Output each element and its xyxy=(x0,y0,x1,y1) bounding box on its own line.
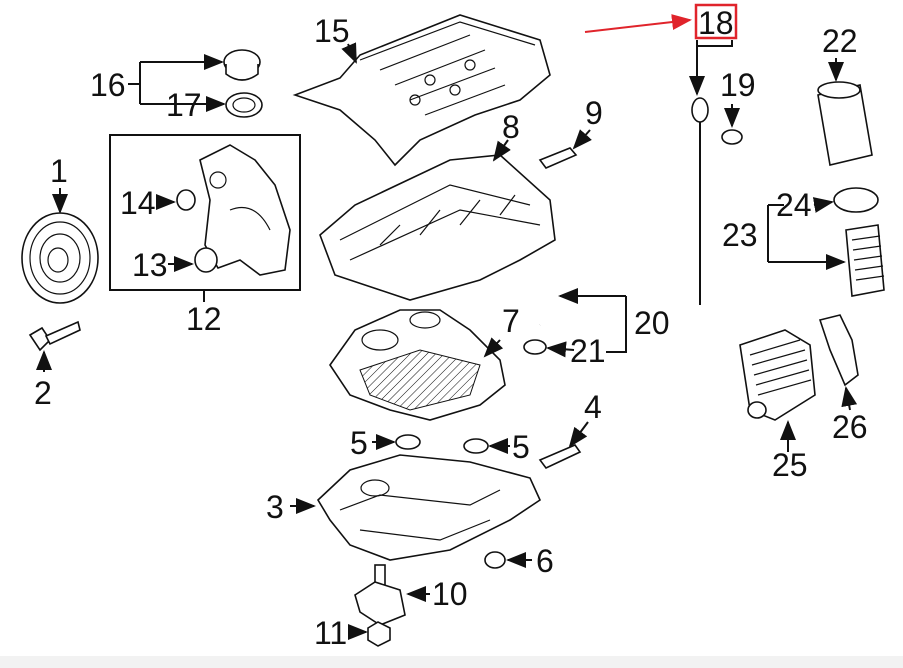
sensor-part-4 xyxy=(538,444,582,470)
dipstick-part xyxy=(691,97,709,305)
callout-17: 17 xyxy=(166,87,202,123)
callout-16: 16 xyxy=(90,67,126,103)
callout-22: 22 xyxy=(822,23,858,59)
filter-housing-part xyxy=(817,81,873,166)
callout-5a: 5 xyxy=(350,425,368,461)
seal-part-24 xyxy=(833,187,879,213)
callout-7: 7 xyxy=(502,303,520,339)
filter-element-part xyxy=(845,224,885,297)
level-sensor-part xyxy=(354,564,406,626)
highlight-arrow xyxy=(584,14,692,33)
callout-21: 21 xyxy=(570,333,606,369)
head-cover-part xyxy=(292,14,551,167)
callout-14: 14 xyxy=(120,185,156,221)
callout-labels: 1 2 3 4 5 5 6 7 8 9 10 11 12 13 14 15 16… xyxy=(34,5,868,651)
oil-pan-part xyxy=(316,454,542,561)
callout-25: 25 xyxy=(772,447,808,483)
callout-19: 19 xyxy=(720,67,756,103)
seal-part-21 xyxy=(523,339,547,355)
seal-part-19 xyxy=(721,129,743,145)
callout-20: 20 xyxy=(634,305,670,341)
oil-cooler-part xyxy=(739,329,816,421)
callout-23: 23 xyxy=(722,217,758,253)
callout-9: 9 xyxy=(585,95,603,131)
bolt-part xyxy=(28,320,81,352)
highlight-box xyxy=(694,3,738,40)
drain-plug-part xyxy=(484,551,506,569)
leader-lines xyxy=(36,40,858,640)
callout-11: 11 xyxy=(314,615,347,651)
ladder-frame-part xyxy=(319,154,556,301)
seal-part-5b xyxy=(463,438,489,454)
callout-2: 2 xyxy=(34,375,52,411)
baffle-part xyxy=(329,309,506,421)
sensor-part-9 xyxy=(538,147,578,169)
callout-1: 1 xyxy=(50,153,68,189)
bottom-strip xyxy=(0,656,903,668)
callout-26: 26 xyxy=(832,409,868,445)
pulley-part xyxy=(21,212,99,304)
callout-3: 3 xyxy=(266,489,284,525)
callout-6: 6 xyxy=(536,543,554,579)
nut-part xyxy=(367,621,391,647)
callout-8: 8 xyxy=(502,109,520,145)
oil-cap-part xyxy=(223,49,263,118)
timing-cover-part xyxy=(176,144,291,276)
callout-15: 15 xyxy=(314,13,350,49)
seal-part-5a xyxy=(395,434,421,450)
callout-24: 24 xyxy=(776,187,812,223)
callout-13: 13 xyxy=(132,247,168,283)
gasket-part xyxy=(818,314,859,387)
callout-4: 4 xyxy=(584,389,602,425)
callout-10: 10 xyxy=(432,576,468,612)
callout-5b: 5 xyxy=(512,429,530,465)
callout-18: 18 xyxy=(698,5,734,41)
callout-12: 12 xyxy=(186,301,222,337)
